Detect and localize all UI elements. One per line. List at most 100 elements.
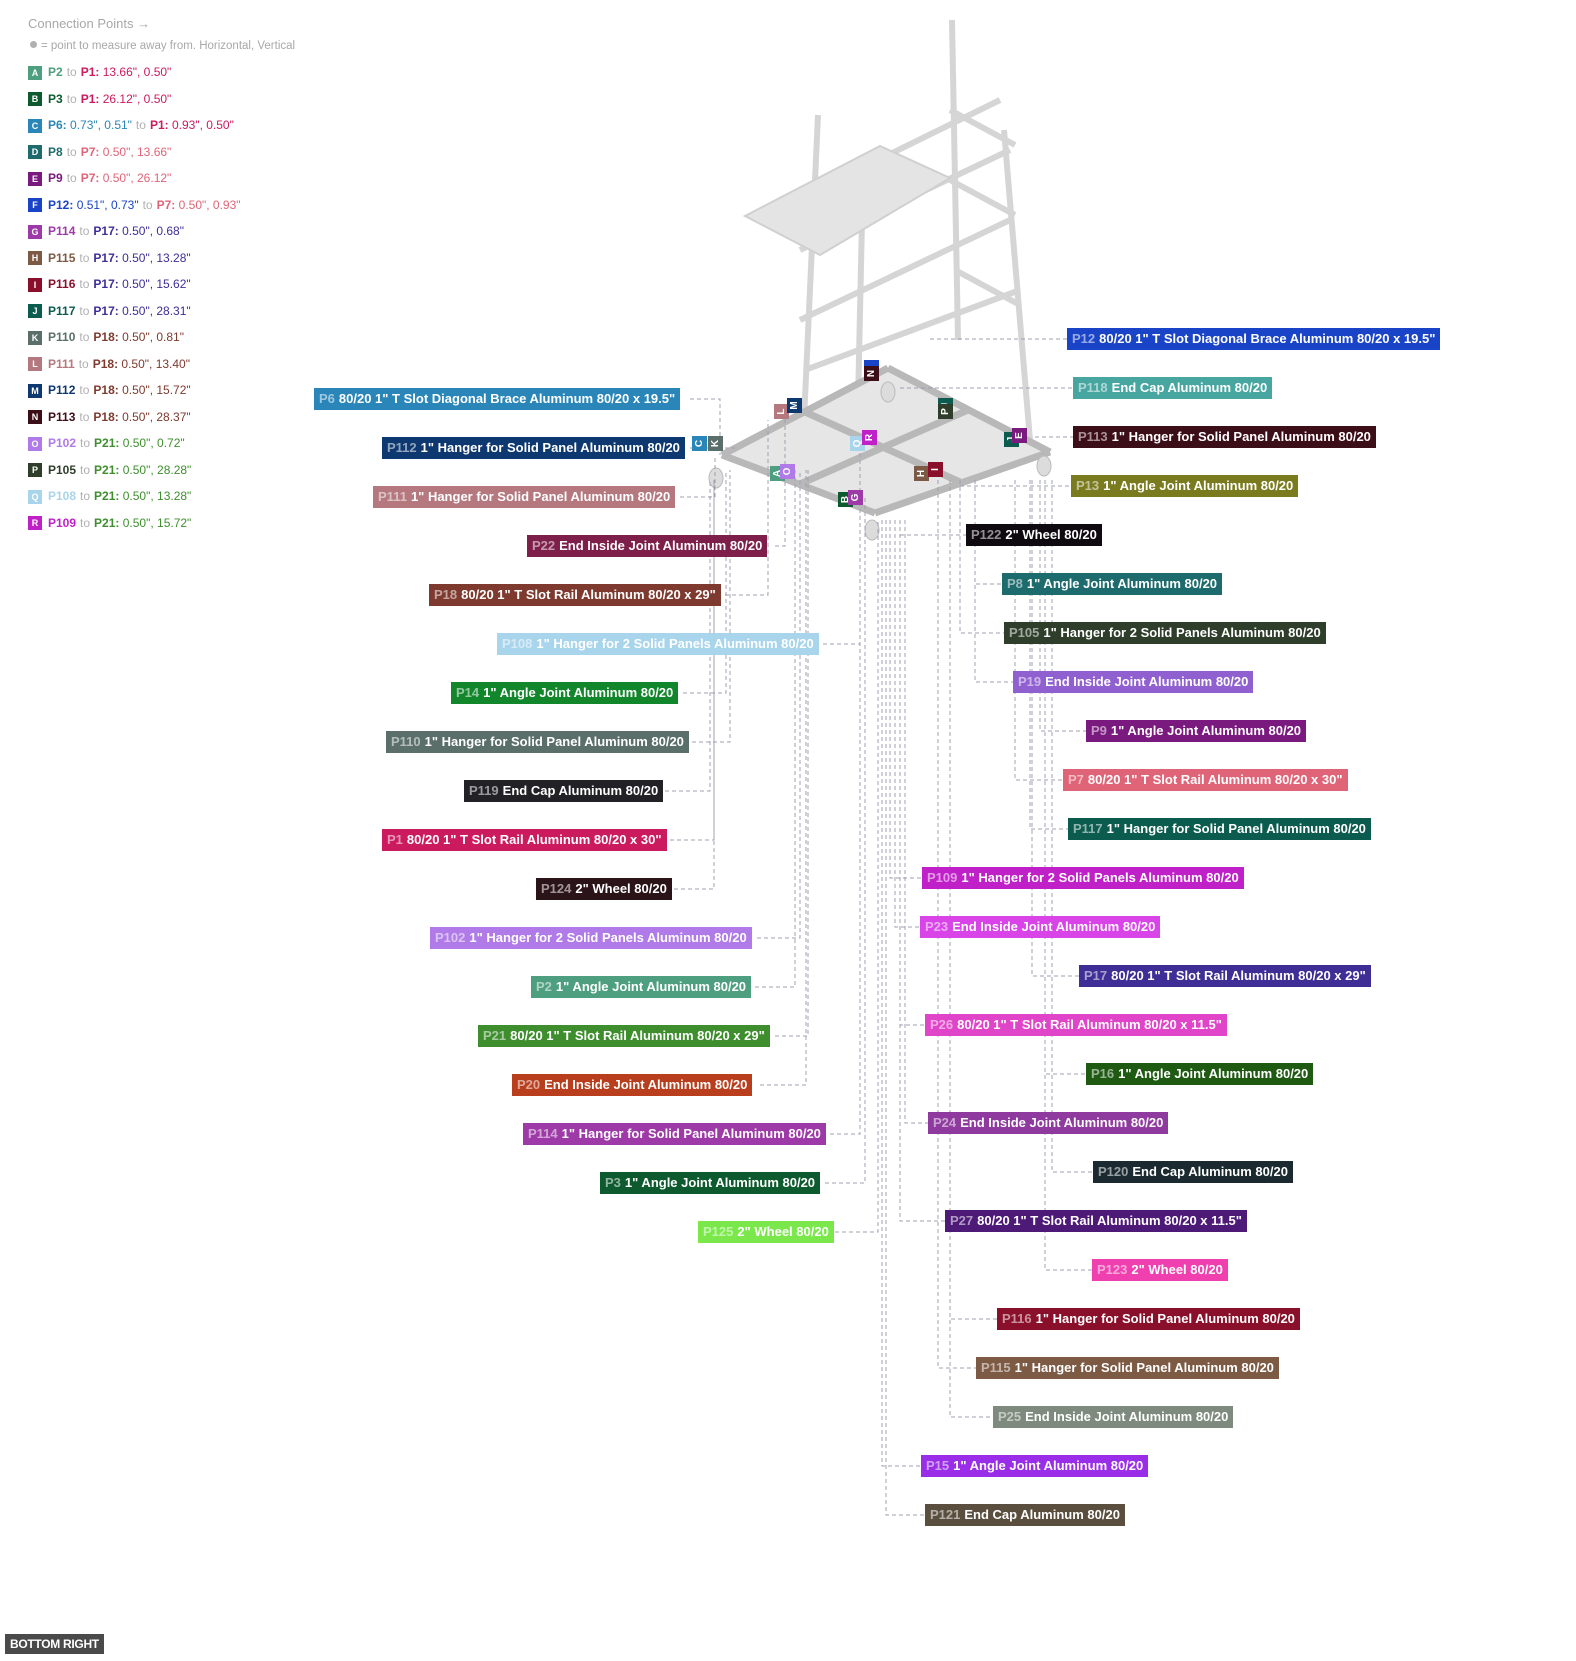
part-id: P116 [1002, 1311, 1032, 1326]
part-name: 80/20 1" T Slot Rail Aluminum 80/20 x 11… [957, 1017, 1222, 1032]
connection-to-part: P17: [93, 250, 119, 265]
part-name: 80/20 1" T Slot Rail Aluminum 80/20 x 29… [1111, 968, 1366, 983]
part-name: 1" Angle Joint Aluminum 80/20 [624, 1175, 816, 1190]
connection-to-part: P18: [93, 409, 119, 424]
part-name: 1" Hanger for Solid Panel Aluminum 80/20 [420, 440, 680, 455]
connection-letter-badge: C [28, 118, 42, 133]
part-name: 1" Hanger for 2 Solid Panels Aluminum 80… [536, 636, 814, 651]
part-name: 1" Angle Joint Aluminum 80/20 [1026, 576, 1218, 591]
part-id: P114 [528, 1126, 558, 1141]
connection-from-part: P110 [48, 330, 76, 344]
part-name: End Cap Aluminum 80/20 [964, 1507, 1120, 1522]
wheels [708, 381, 1052, 541]
part-id: P20 [517, 1077, 541, 1092]
connection-to-part: P17: [93, 224, 119, 238]
connection-from-part: P9 [48, 171, 63, 185]
part-name: 2" Wheel 80/20 [1005, 527, 1097, 542]
part-id: P109 [927, 870, 958, 885]
part-name: End Cap Aluminum 80/20 [1132, 1164, 1288, 1179]
part-name: 1" Hanger for Solid Panel Aluminum 80/20 [561, 1126, 821, 1141]
part-id: P26 [930, 1017, 954, 1032]
legend-title: Connection Points → [28, 16, 151, 31]
connection-from-part: P12: [48, 197, 74, 212]
base-frame [720, 364, 1052, 517]
connection-marker-c: C [692, 436, 707, 451]
part-name: 2" Wheel 80/20 [1131, 1262, 1223, 1277]
connection-to-word: to [79, 250, 90, 265]
part-id: P118 [1078, 380, 1108, 395]
part-name: 1" Hanger for Solid Panel Aluminum 80/20 [1014, 1360, 1274, 1375]
part-name: 80/20 1" T Slot Rail Aluminum 80/20 x 11… [977, 1213, 1242, 1228]
connection-coords: 0.50", 13.40" [118, 356, 190, 371]
connection-letter-badge: A [28, 65, 42, 80]
part-id: P13 [1076, 478, 1100, 493]
connection-to-part: P17: [93, 303, 119, 318]
part-id: P27 [950, 1213, 974, 1228]
connection-to-part: P18: [93, 330, 119, 344]
part-id: P14 [456, 685, 480, 700]
connection-to-word: to [66, 171, 77, 185]
part-id: P123 [1097, 1262, 1128, 1277]
connection-to-part: P21: [94, 515, 120, 530]
part-name: 80/20 1" T Slot Rail Aluminum 80/20 x 30… [1087, 772, 1343, 787]
part-name: End Cap Aluminum 80/20 [502, 783, 659, 798]
connection-to-part: P7: [80, 144, 100, 159]
part-id: P15 [926, 1458, 950, 1473]
part-id: P122 [971, 527, 1002, 542]
part-name: 1" Hanger for Solid Panel Aluminum 80/20 [1111, 429, 1371, 444]
part-name: 1" Angle Joint Aluminum 80/20 [1110, 723, 1302, 738]
connection-from-part: P102 [48, 436, 77, 450]
connection-coords: 26.12", 0.50" [99, 91, 172, 106]
connection-from-part: P112 [48, 383, 76, 397]
